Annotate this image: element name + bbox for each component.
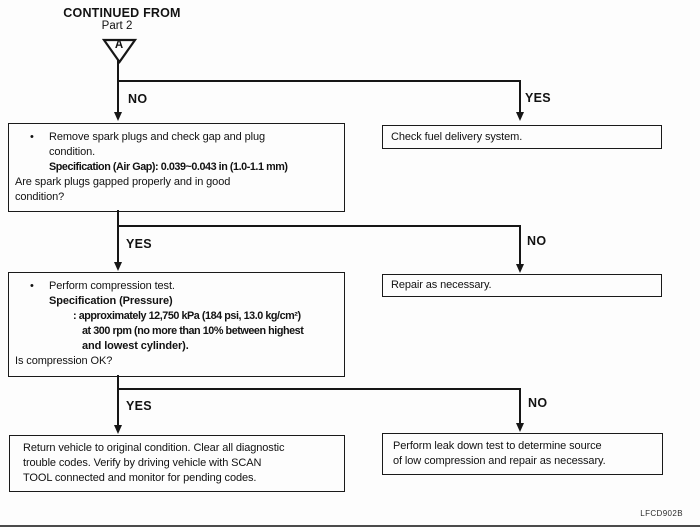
box-return-line3: TOOL connected and monitor for pending c… <box>23 472 257 484</box>
box-return-line1: Return vehicle to original condition. Cl… <box>23 442 285 454</box>
box-check-fuel: Check fuel delivery system. <box>382 125 662 149</box>
connector-a-label: A <box>114 39 124 51</box>
box-leakdown-line1: Perform leak down test to determine sour… <box>393 440 602 452</box>
decision1-no-label: NO <box>128 92 148 106</box>
part-label: Part 2 <box>101 20 133 32</box>
box-compression-spec-value: : approximately 12,750 kPa (184 psi, 13.… <box>73 310 301 322</box>
box-leak-down-test: Perform leak down test to determine sour… <box>382 433 663 475</box>
doc-code: LFCD902B <box>640 509 683 518</box>
bullet-icon: • <box>30 131 34 143</box>
continued-from-label: CONTINUED FROM <box>63 6 181 20</box>
flow-line-branch2-stem <box>117 210 119 227</box>
box-repair: Repair as necessary. <box>382 274 662 297</box>
page-bottom-border <box>0 525 700 527</box>
box-spark-question2: condition? <box>15 191 65 203</box>
box-compression-spec-cont2: and lowest cylinder). <box>82 340 189 352</box>
down-arrow-icon <box>113 262 122 271</box>
box-spark-line2: condition. <box>49 146 96 158</box>
down-arrow-icon <box>113 425 122 434</box>
flow-line-stem <box>117 60 119 82</box>
down-arrow-icon <box>515 264 524 273</box>
flow-line-branch3-right <box>519 388 521 424</box>
decision2-no-label: NO <box>527 234 547 248</box>
decision2-yes-label: YES <box>126 237 152 251</box>
down-arrow-icon <box>515 112 524 121</box>
bullet-icon: • <box>30 280 34 292</box>
flow-line-branch1-left <box>117 80 119 113</box>
box-check-fuel-text: Check fuel delivery system. <box>391 130 523 143</box>
connector-triangle-icon <box>101 38 138 64</box>
flow-line-branch3-left <box>117 388 119 426</box>
flow-line-branch1 <box>117 80 521 82</box>
box-spark-line1: Remove spark plugs and check gap and plu… <box>49 131 266 143</box>
down-arrow-icon <box>515 423 524 432</box>
down-arrow-icon <box>113 112 122 121</box>
box-compression-test: • Perform compression test. Specification… <box>8 272 345 377</box>
flow-line-branch2 <box>117 225 521 227</box>
box-return-vehicle: Return vehicle to original condition. Cl… <box>9 435 345 492</box>
box-compression-spec-cont1: at 300 rpm (no more than 10% between hig… <box>82 325 304 337</box>
flow-line-branch2-left <box>117 225 119 263</box>
box-compression-question: Is compression OK? <box>15 355 113 367</box>
box-repair-text: Repair as necessary. <box>391 279 492 291</box>
box-spark-plugs: • Remove spark plugs and check gap and pl… <box>8 123 345 212</box>
decision3-yes-label: YES <box>126 399 152 413</box>
flow-line-branch2-right <box>519 225 521 265</box>
decision3-no-label: NO <box>528 396 548 410</box>
box-leakdown-line2: of low compression and repair as necessa… <box>393 455 606 467</box>
box-spark-question1: Are spark plugs gapped properly and in g… <box>15 176 231 188</box>
box-compression-line1: Perform compression test. <box>49 280 175 292</box>
decision1-yes-label: YES <box>525 91 551 105</box>
flow-line-branch3 <box>117 388 521 390</box>
flow-line-branch3-stem <box>117 375 119 390</box>
box-compression-spec-title: Specification (Pressure) <box>49 295 173 307</box>
box-spark-spec: Specification (Air Gap): 0.039~0.043 in … <box>49 161 288 173</box>
flow-line-branch1-right <box>519 80 521 113</box>
box-return-line2: trouble codes. Verify by driving vehicle… <box>23 457 262 469</box>
